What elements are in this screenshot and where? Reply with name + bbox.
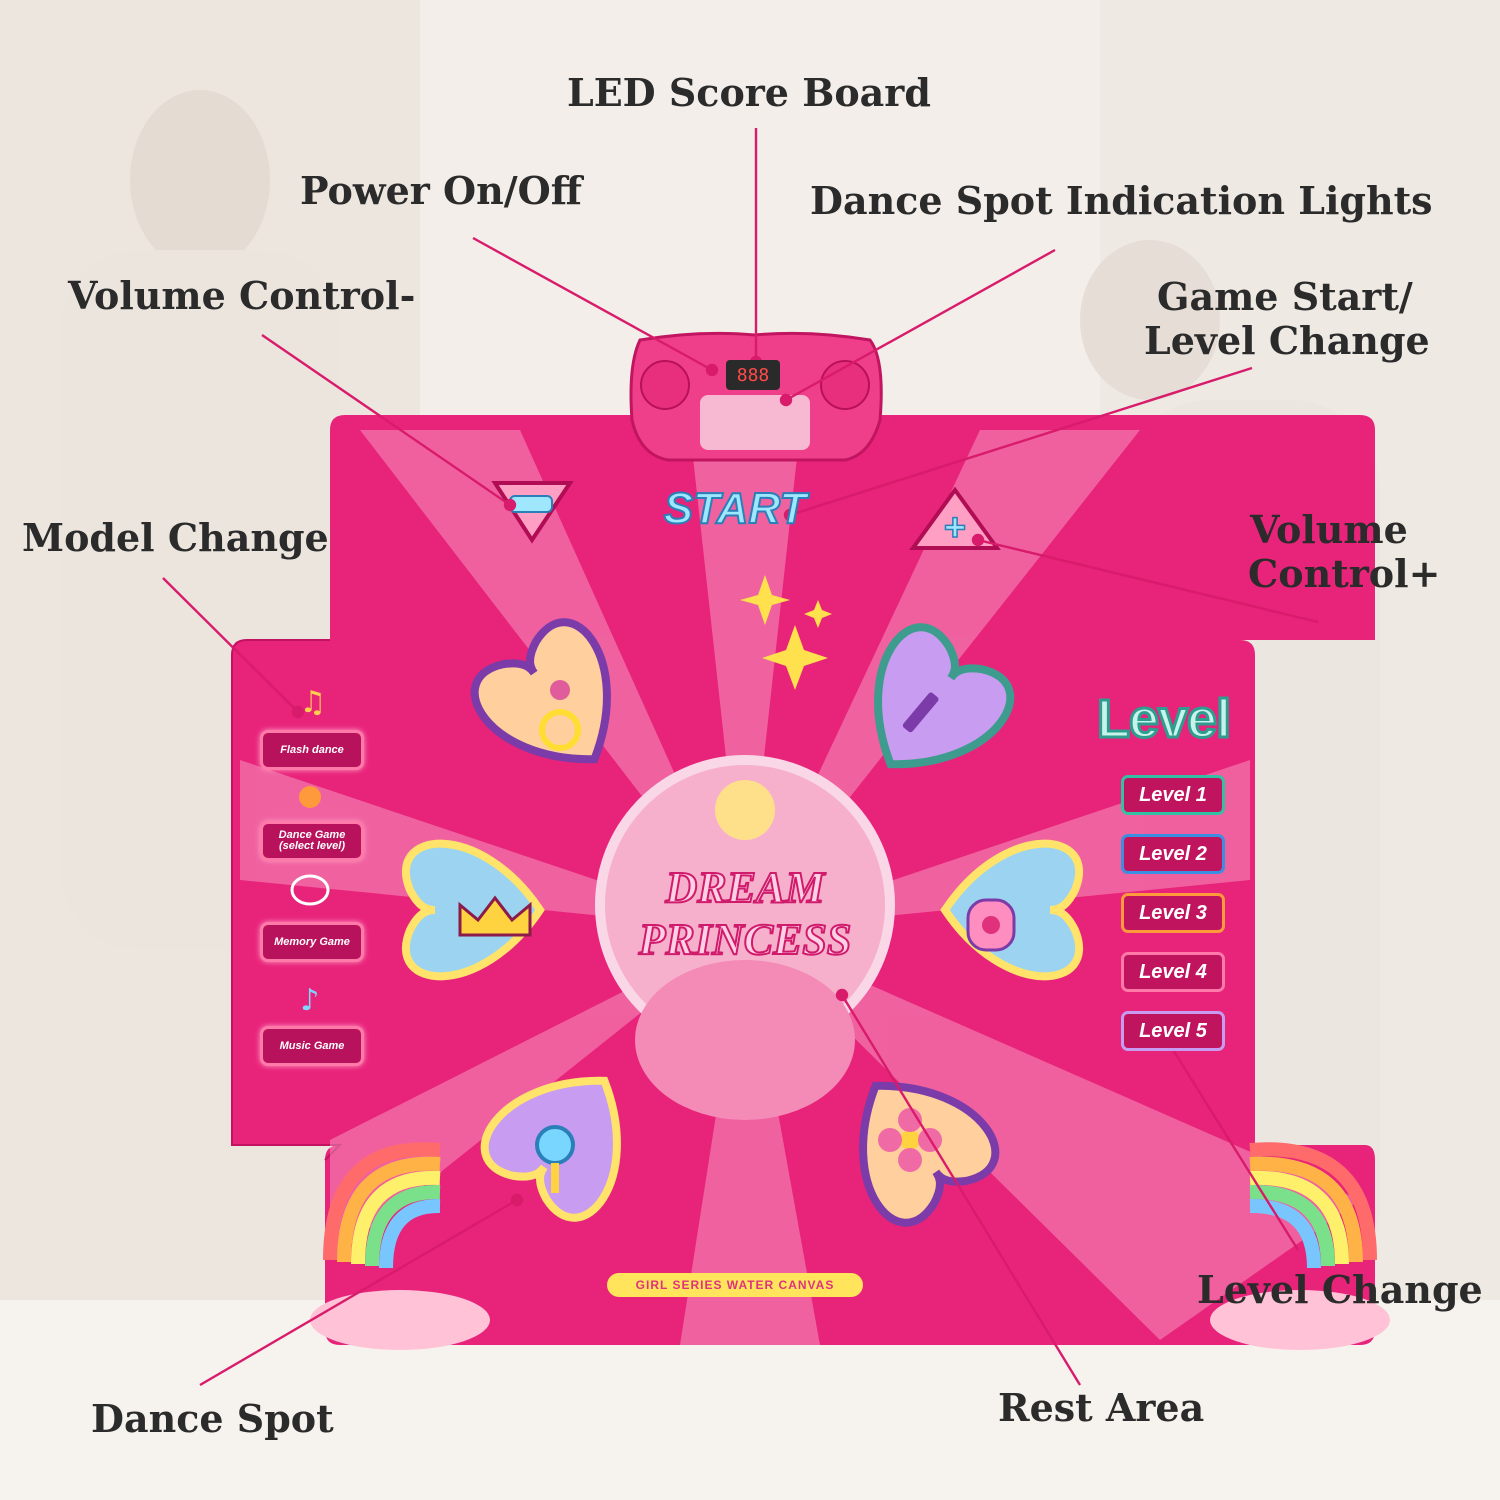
callout-volume-plus-line1: Volume: [1250, 507, 1408, 552]
mode-music-game-button[interactable]: Music Game: [260, 1026, 364, 1066]
tiger-icon: [299, 786, 321, 808]
callout-rest-area: Rest Area: [998, 1385, 1205, 1430]
level-heading: Level: [1095, 688, 1232, 751]
heart-left: [401, 839, 545, 981]
heart-bottom-right: [859, 1081, 1000, 1227]
level-1-button[interactable]: Level 1: [1121, 775, 1225, 815]
callout-led-score-board: LED Score Board: [567, 70, 931, 115]
level-3-button[interactable]: Level 3: [1121, 893, 1225, 933]
ring-icon: [539, 680, 581, 751]
svg-text:+: +: [944, 507, 966, 549]
volume-plus-pad: [909, 486, 1001, 550]
mode-dance-game-button[interactable]: Dance Game (select level): [260, 821, 364, 861]
led-score-display: 888: [726, 360, 780, 390]
start-button-label[interactable]: START: [663, 483, 808, 534]
lipstick-icon: [902, 692, 939, 733]
heart-top-left: [470, 618, 611, 764]
callout-power: Power On/Off: [300, 168, 582, 213]
callout-level-change: Level Change: [1197, 1267, 1483, 1312]
rainbow-right: [1249, 1142, 1377, 1269]
callout-game-start-line2: Level Change: [1144, 318, 1430, 363]
callout-dance-spot: Dance Spot: [91, 1396, 334, 1441]
level-4-button[interactable]: Level 4: [1121, 952, 1225, 992]
title-line-dream: DREAM: [665, 862, 826, 913]
mat-banner: GIRL SERIES WATER CANVAS: [607, 1273, 863, 1297]
callout-model-change: Model Change: [22, 515, 329, 560]
music-notes-icon: ♫: [300, 685, 327, 720]
level-2-button[interactable]: Level 2: [1121, 834, 1225, 874]
callout-game-start-line1: Game Start/: [1157, 274, 1413, 319]
perfume-icon: [966, 898, 1016, 952]
callout-volume-minus: Volume Control-: [68, 273, 416, 318]
music-note-icon: ♪: [300, 983, 319, 1018]
level-5-button[interactable]: Level 5: [1121, 1011, 1225, 1051]
title-line-princess: PRINCESS: [638, 914, 853, 965]
mode-flash-dance-button[interactable]: Flash dance: [260, 730, 364, 770]
rainbow-left: [323, 1142, 441, 1269]
sparkle-stars: [740, 575, 832, 690]
brain-icon: [290, 874, 330, 906]
mirror-icon: [535, 1125, 575, 1193]
callout-volume-plus-line2: Control+: [1248, 551, 1441, 596]
crown-icon: [458, 895, 532, 937]
mode-memory-game-button[interactable]: Memory Game: [260, 922, 364, 962]
callout-indication-lights: Dance Spot Indication Lights: [810, 178, 1433, 223]
